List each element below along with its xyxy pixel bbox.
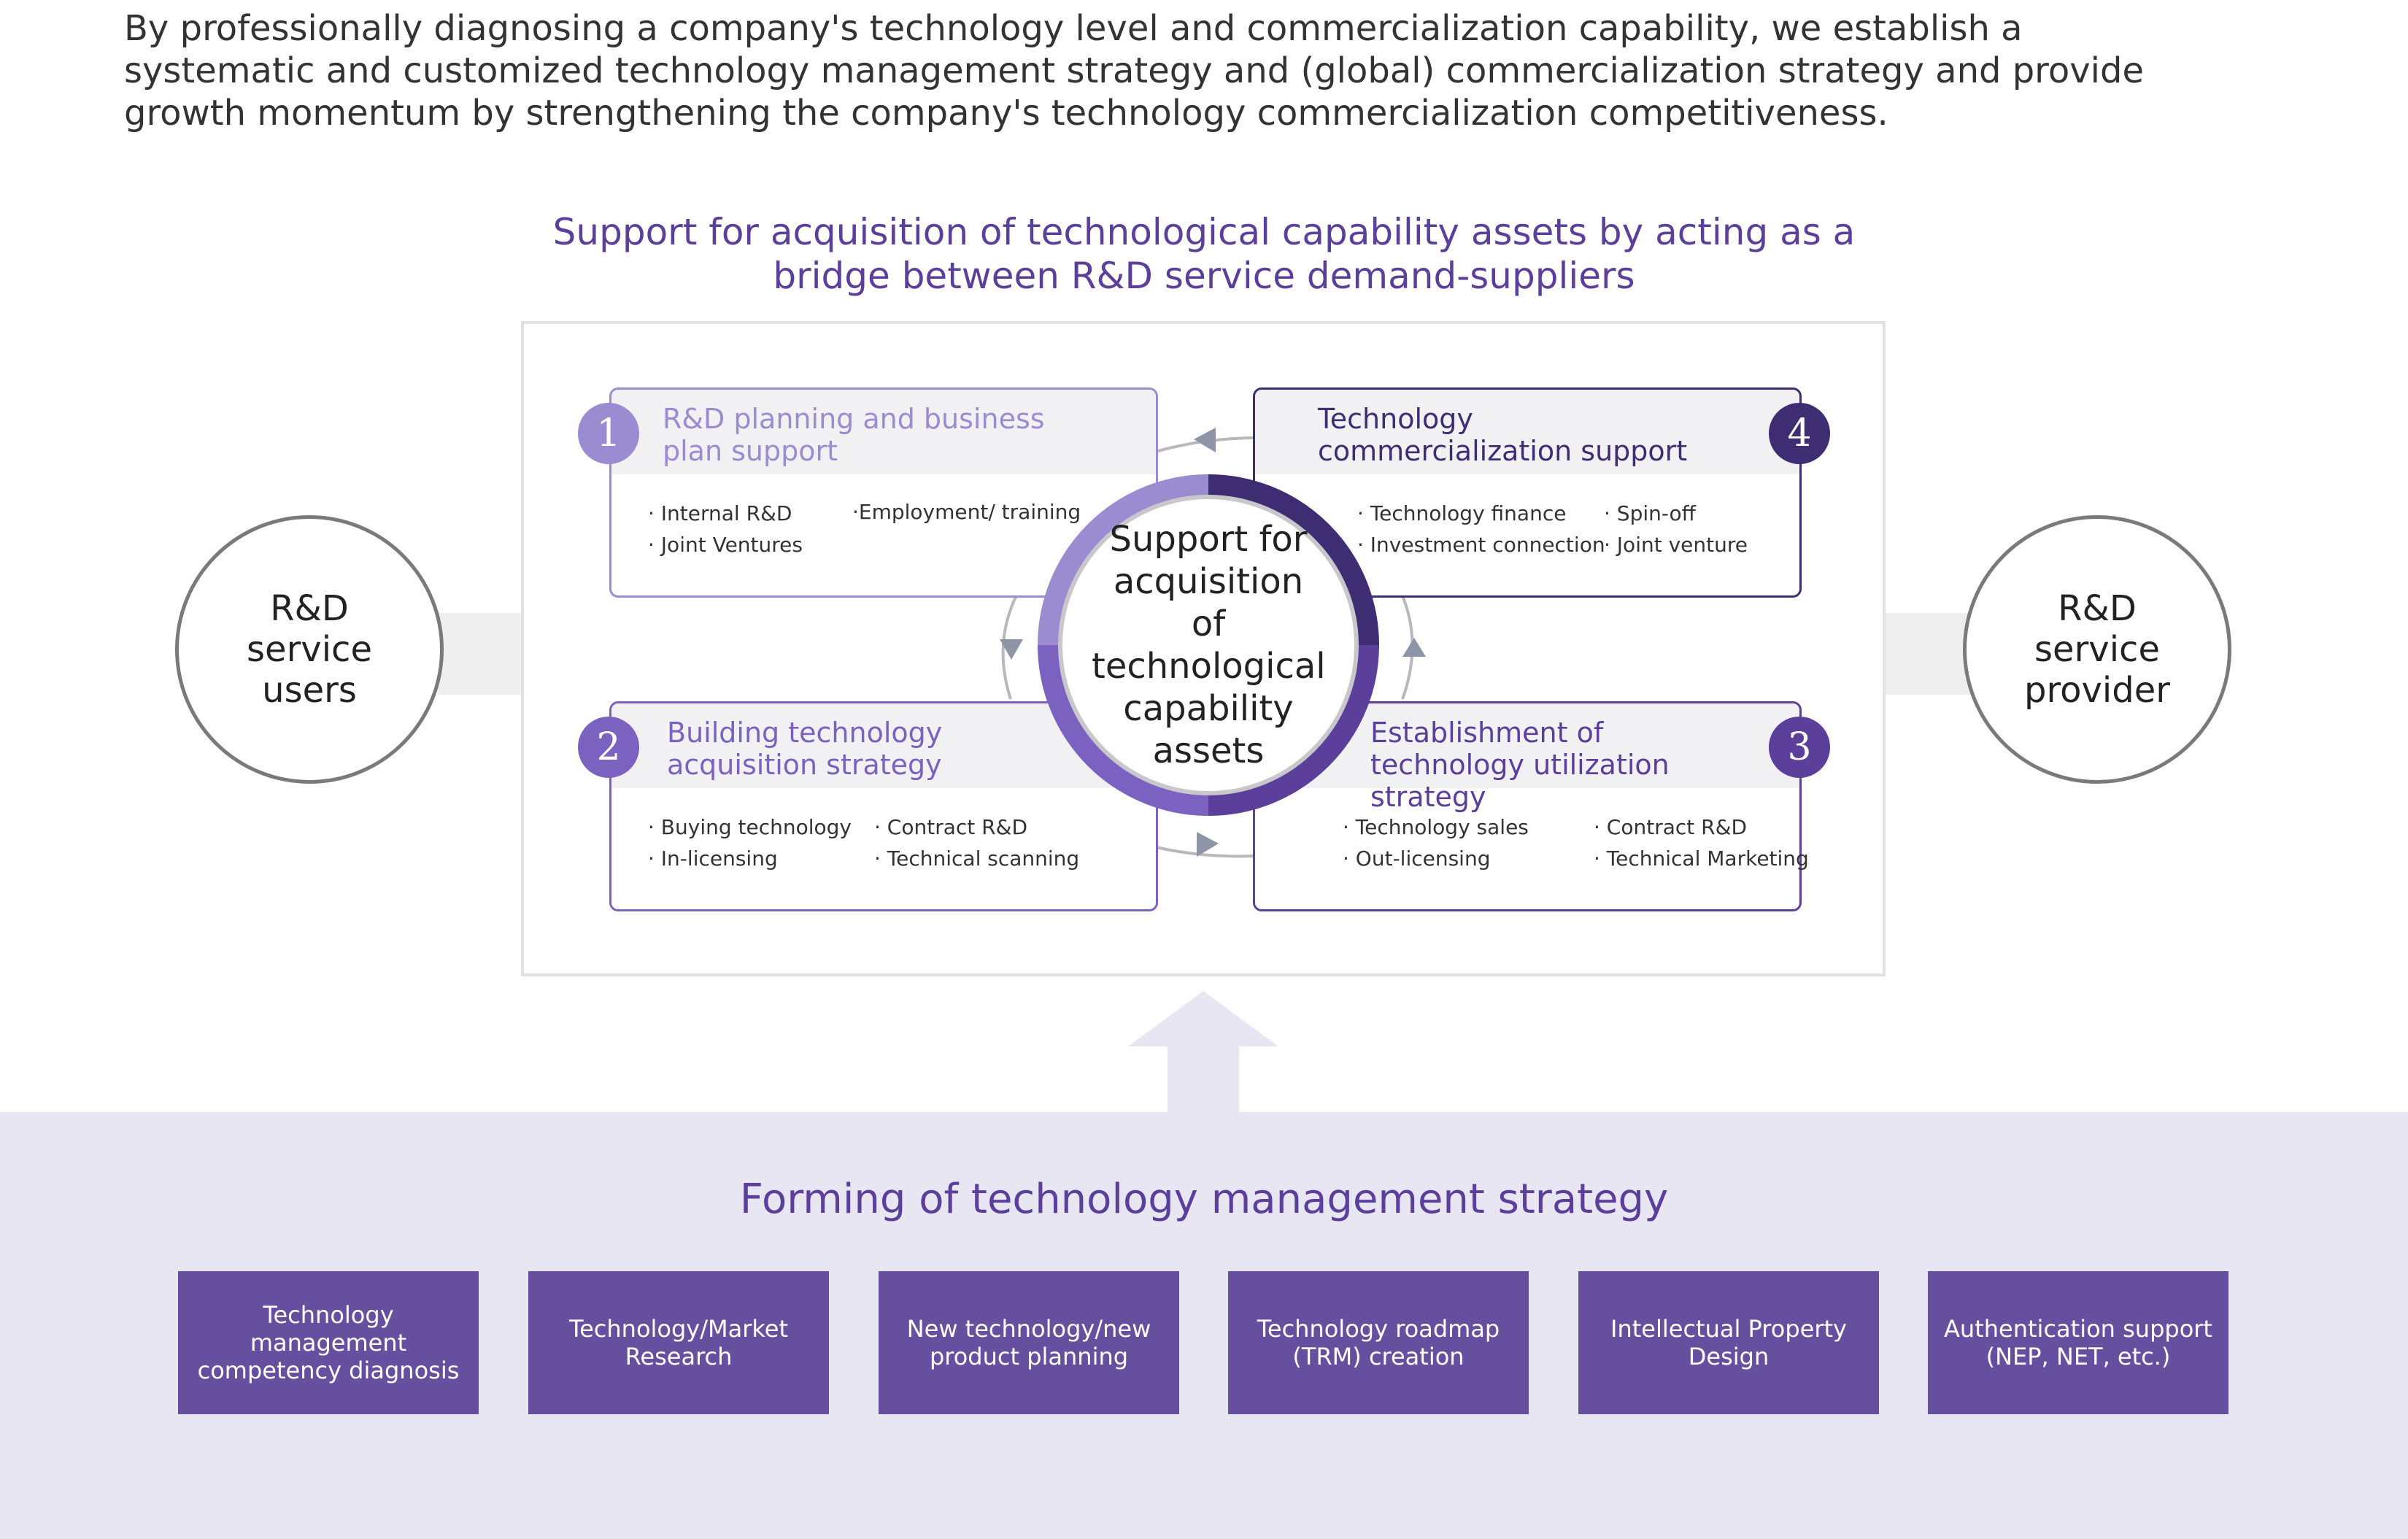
list-item: · Investment connection xyxy=(1357,533,1605,557)
card-new-product-planning: New technology/new product planning xyxy=(879,1271,1179,1414)
box-title: Establishment of technology utilization … xyxy=(1370,717,1670,813)
card-authentication-support: Authentication support (NEP, NET, etc.) xyxy=(1928,1271,2228,1414)
arrow-head-left xyxy=(1000,639,1023,660)
list-item: · Contract R&D xyxy=(874,815,1027,839)
right-node-label: R&D service provider xyxy=(2024,588,2170,711)
badge-2: 2 xyxy=(578,717,639,778)
left-connector xyxy=(438,613,524,695)
list-item: ·Employment/ training xyxy=(852,500,1081,524)
list-item: · In-licensing xyxy=(648,846,778,871)
list-item: · Technical scanning xyxy=(874,846,1080,871)
center-label: Support for acquisition of technological… xyxy=(1092,519,1326,771)
list-item: · Joint Ventures xyxy=(648,533,803,557)
intro-paragraph: By professionally diagnosing a company's… xyxy=(124,8,2144,134)
list-item: · Out-licensing xyxy=(1343,846,1491,871)
arrow-head-right xyxy=(1402,638,1426,657)
diagram-title: Support for acquisition of technological… xyxy=(552,211,1856,297)
ring-quadrant-4 xyxy=(1208,474,1379,646)
box-acquisition-strategy: Building technology acquisition strategy… xyxy=(609,701,1158,911)
right-connector xyxy=(1886,613,1973,695)
arc-bottom xyxy=(1152,845,1270,858)
card-ip-design: Intellectual Property Design xyxy=(1578,1271,1879,1414)
list-item: · Technology finance xyxy=(1357,501,1567,525)
badge-1: 1 xyxy=(578,403,639,464)
list-item: · Technical Marketing xyxy=(1594,846,1809,871)
box-head xyxy=(1255,390,1799,474)
left-node-users: R&D service users xyxy=(175,515,444,784)
card-trm-creation: Technology roadmap (TRM) creation xyxy=(1228,1271,1529,1414)
arrow-head-bottom xyxy=(1197,832,1219,857)
box-title: R&D planning and business plan support xyxy=(663,403,1045,467)
forming-title: Forming of technology management strateg… xyxy=(739,1176,1669,1223)
list-item: · Joint venture xyxy=(1604,533,1748,557)
ring-quadrant-1 xyxy=(1038,474,1209,646)
list-item: · Buying technology xyxy=(648,815,852,839)
card-market-research: Technology/Market Research xyxy=(528,1271,829,1414)
box-title: Building technology acquisition strategy xyxy=(667,717,943,781)
list-item: · Technology sales xyxy=(1343,815,1529,839)
ring-quadrant-3 xyxy=(1208,644,1379,816)
badge-4: 4 xyxy=(1769,403,1830,464)
card-competency-diagnosis: Technology management competency diagnos… xyxy=(178,1271,479,1414)
box-title: Technology commercialization support xyxy=(1318,403,1688,467)
box-head xyxy=(611,390,1156,474)
list-item: · Contract R&D xyxy=(1594,815,1747,839)
up-arrow-icon xyxy=(1128,991,1278,1115)
box-rd-planning: R&D planning and business plan support ·… xyxy=(609,387,1158,598)
badge-3: 3 xyxy=(1769,717,1830,778)
arrow-head-top xyxy=(1194,428,1216,452)
left-node-label: R&D service users xyxy=(247,588,372,711)
ring-quadrant-2 xyxy=(1038,644,1209,816)
center-ring xyxy=(1038,474,1379,816)
list-item: · Spin-off xyxy=(1604,501,1696,525)
list-item: · Internal R&D xyxy=(648,501,792,525)
center-hub: Support for acquisition of technological… xyxy=(1058,495,1359,795)
right-node-provider: R&D service provider xyxy=(1963,515,2231,784)
